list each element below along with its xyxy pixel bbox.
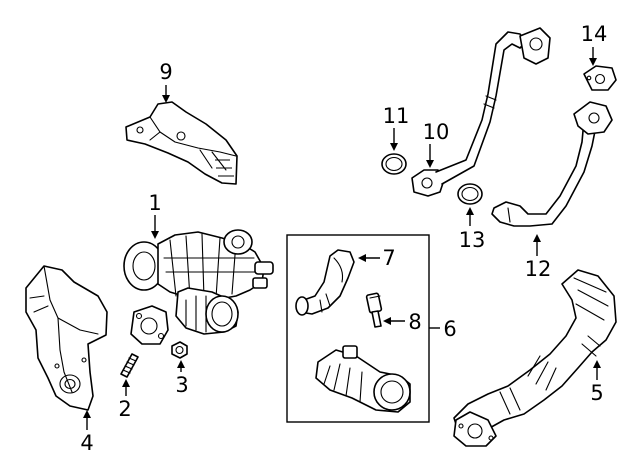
callout-14: 14: [581, 22, 608, 46]
intake-resonator-part[interactable]: [315, 345, 411, 413]
callout-12: 12: [525, 257, 552, 281]
callout-9: 9: [159, 60, 172, 84]
heat-shield-lower-part[interactable]: [25, 265, 108, 411]
callout-3: 3: [175, 373, 188, 397]
heat-shield-upper-part[interactable]: [125, 101, 238, 185]
charge-pipe-part[interactable]: [453, 269, 617, 447]
hose-part[interactable]: [295, 249, 355, 316]
callout-7: 7: [382, 246, 395, 270]
callout-5: 5: [590, 381, 603, 405]
turbocharger-part[interactable]: [123, 229, 274, 345]
callouts: 1 2 3 4 5 6 7 8 9 10 11 12 13 14: [80, 22, 607, 455]
callout-2: 2: [118, 397, 131, 421]
callout-11: 11: [383, 104, 410, 128]
callout-10: 10: [423, 120, 450, 144]
nut-part[interactable]: [171, 341, 188, 359]
sensor-part[interactable]: [365, 292, 383, 328]
leader-lines: [83, 47, 601, 430]
seal-ring-11-part[interactable]: [381, 153, 407, 175]
callout-13: 13: [459, 228, 486, 252]
callout-6: 6: [443, 317, 456, 341]
seal-ring-13-part[interactable]: [457, 183, 483, 205]
callout-4: 4: [80, 431, 93, 455]
callout-1: 1: [148, 191, 161, 215]
gasket-part[interactable]: [583, 65, 617, 91]
oil-line-lower-part[interactable]: [491, 101, 613, 227]
oil-line-upper-part[interactable]: [411, 27, 551, 197]
callout-8: 8: [408, 310, 421, 334]
stud-part[interactable]: [120, 353, 139, 378]
